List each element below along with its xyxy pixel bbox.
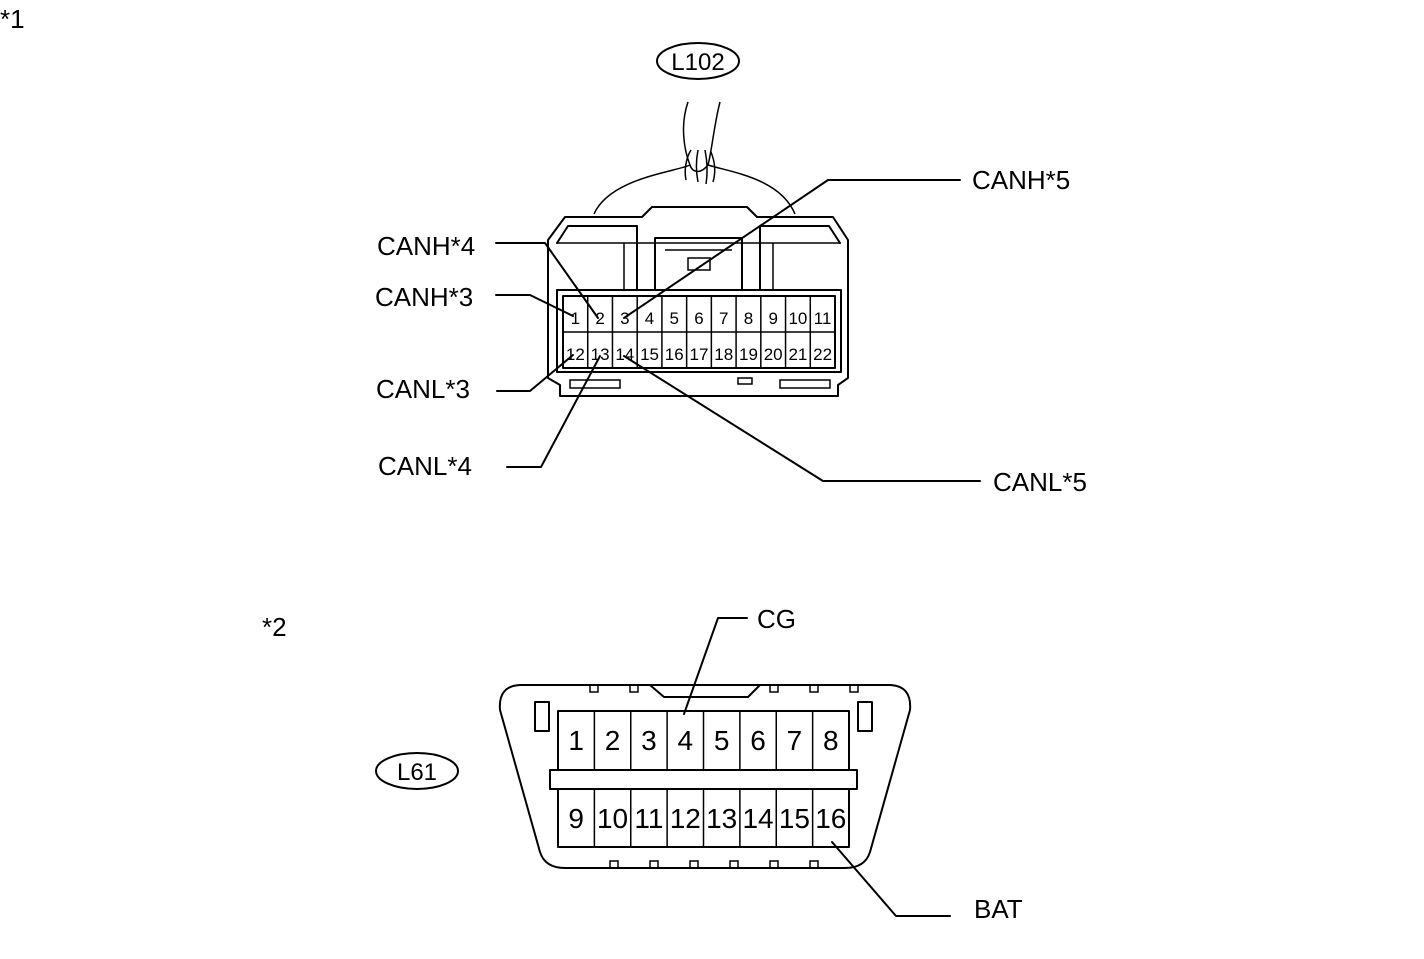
- l61-pin-5: 5: [714, 725, 730, 756]
- label-bat: BAT: [974, 894, 1023, 924]
- connector-id-ellipse-l61: [375, 752, 459, 790]
- label-canl5: CANL*5: [993, 467, 1087, 497]
- connector-housing: [547, 206, 849, 397]
- l61-pin-13: 13: [706, 803, 737, 834]
- label-canl4: CANL*4: [378, 451, 472, 481]
- guide-right: [857, 701, 873, 732]
- label-canh3: CANH*3: [375, 282, 473, 312]
- l61-pin-2: 2: [605, 725, 621, 756]
- guide-left: [534, 701, 550, 732]
- connector-id-l61: L61: [397, 759, 437, 786]
- l102-pin-8: 8: [744, 309, 753, 328]
- l61-pin-7: 7: [787, 725, 803, 756]
- l102-pin-22: 22: [813, 345, 832, 364]
- l102-pin-5: 5: [670, 309, 679, 328]
- l102-pin-10: 10: [788, 309, 807, 328]
- pin-field: [556, 289, 842, 373]
- leader-bat: [831, 841, 951, 917]
- note-2: *2: [262, 612, 287, 642]
- l102-pin-4: 4: [645, 309, 654, 328]
- label-canh5: CANH*5: [972, 165, 1070, 195]
- l61-pin-8: 8: [823, 725, 839, 756]
- lock-latch: [654, 237, 743, 291]
- l61-pin-4: 4: [678, 725, 694, 756]
- l102-pin-18: 18: [714, 345, 733, 364]
- wire-harness: [593, 101, 796, 215]
- label-cg: CG: [757, 604, 796, 634]
- label-canh4: CANH*4: [377, 231, 475, 261]
- l61-pin-14: 14: [742, 803, 773, 834]
- l61-pin-10: 10: [597, 803, 628, 834]
- leader-canh4: [495, 242, 599, 319]
- callouts-l102: CANH*4 CANH*3 CANL*3 CANL*4 CANH*5 CANL*…: [375, 165, 1087, 497]
- l61-pin-11: 11: [634, 803, 663, 834]
- dlc-housing: [498, 684, 912, 869]
- callouts-l61: CG BAT: [683, 604, 1023, 924]
- l102-pin-20: 20: [764, 345, 783, 364]
- l102-pin-9: 9: [768, 309, 777, 328]
- leader-cg: [683, 617, 748, 715]
- l61-pin-6: 6: [750, 725, 766, 756]
- l61-pin-1: 1: [568, 725, 584, 756]
- leader-canl5: [623, 355, 981, 482]
- l102-pin-7: 7: [719, 309, 728, 328]
- l61-pin-16: 16: [815, 803, 846, 834]
- l61-pin-15: 15: [779, 803, 810, 834]
- l102-pin-21: 21: [788, 345, 807, 364]
- l102-pin-1: 1: [571, 309, 580, 328]
- center-rib: [549, 769, 858, 790]
- l102-pin-12: 12: [566, 345, 585, 364]
- l102-pin-11: 11: [814, 309, 832, 328]
- l102-pin-6: 6: [694, 309, 703, 328]
- l102-pin-17: 17: [690, 345, 709, 364]
- leader-canl4: [506, 355, 601, 468]
- l102-pin-15: 15: [640, 345, 659, 364]
- label-canl3: CANL*3: [376, 374, 470, 404]
- l61-pin-12: 12: [670, 803, 701, 834]
- leader-canl3: [496, 354, 574, 392]
- leader-canh3: [495, 294, 574, 317]
- note-1: *1: [0, 4, 25, 34]
- leader-canh5: [623, 179, 961, 319]
- connector-id-l102: L102: [671, 49, 724, 76]
- l102-pin-19: 19: [739, 345, 758, 364]
- connector-id-ellipse: [656, 42, 740, 80]
- l61-pin-3: 3: [641, 725, 657, 756]
- l102-pin-16: 16: [665, 345, 684, 364]
- l102-pin-13: 13: [591, 345, 610, 364]
- housing-notches: [589, 684, 859, 868]
- l61-pin-9: 9: [568, 803, 584, 834]
- l102-pin-2: 2: [595, 309, 604, 328]
